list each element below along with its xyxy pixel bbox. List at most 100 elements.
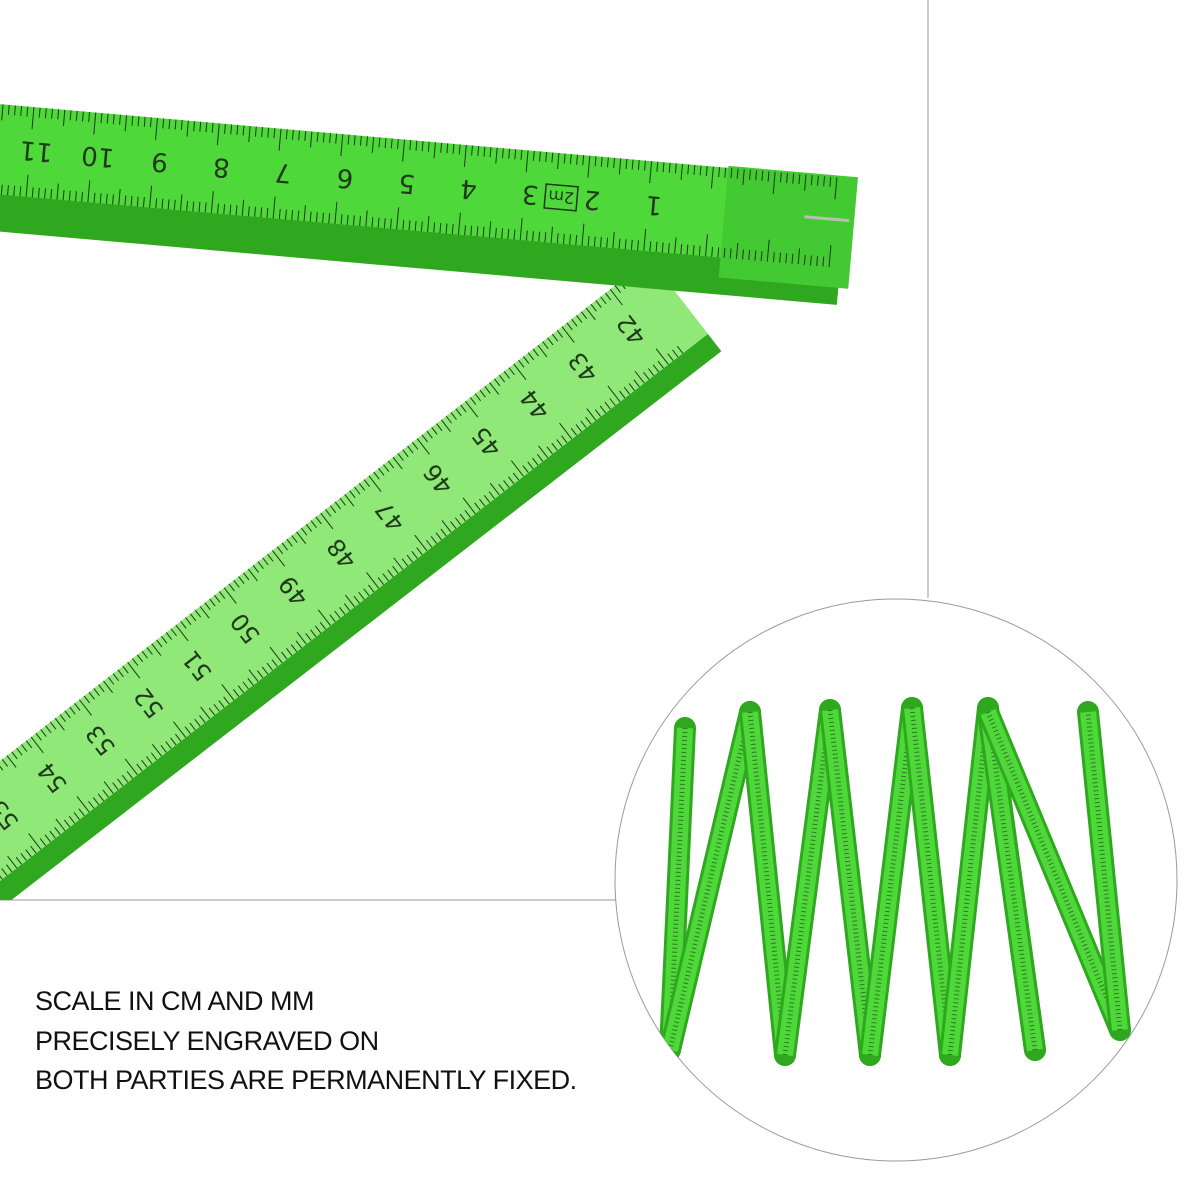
- tick-mark: [124, 195, 127, 206]
- hinge-pin: [804, 215, 850, 223]
- tick-mark: [54, 827, 61, 835]
- upper-ruler-segment: 1234567891011122m: [0, 99, 858, 305]
- tick-mark: [254, 126, 257, 137]
- tick-mark: [662, 162, 665, 173]
- tick-mark: [680, 163, 683, 180]
- tick-mark: [503, 480, 510, 488]
- tick-mark: [309, 211, 312, 222]
- tick-mark: [508, 148, 511, 159]
- tick-mark: [457, 212, 461, 235]
- tick-mark: [469, 397, 477, 405]
- tick-mark: [427, 141, 430, 152]
- tick-mark: [155, 198, 158, 209]
- tick-mark: [609, 288, 623, 306]
- tick-mark: [630, 239, 633, 250]
- ruler-segment-face: [822, 709, 878, 1056]
- tick-mark: [426, 430, 433, 439]
- tick-mark: [290, 644, 298, 653]
- tick-mark: [31, 187, 34, 198]
- tick-mark: [489, 382, 500, 395]
- tick-mark: [16, 747, 23, 756]
- tick-mark: [121, 774, 129, 783]
- tick-mark: [623, 386, 631, 395]
- tick-mark: [93, 192, 96, 203]
- tick-mark: [248, 669, 259, 682]
- tick-mark: [322, 212, 324, 223]
- tick-mark: [124, 758, 138, 776]
- tick-mark: [160, 744, 167, 753]
- ruler-number: 8: [212, 151, 231, 182]
- tick-mark: [192, 201, 195, 212]
- tick-mark: [143, 116, 146, 127]
- tick-mark: [73, 812, 80, 820]
- tick-mark: [232, 689, 240, 697]
- tick-mark: [55, 818, 66, 832]
- tick-mark: [754, 250, 757, 261]
- tick-mark: [569, 154, 572, 165]
- tick-mark: [667, 353, 674, 362]
- tick-mark: [607, 385, 621, 403]
- tick-mark: [440, 528, 447, 537]
- tick-mark: [1, 759, 9, 767]
- tick-mark: [450, 412, 457, 420]
- tick-mark: [347, 134, 350, 145]
- tick-mark: [296, 632, 307, 645]
- tick-mark: [421, 434, 428, 443]
- tick-mark: [513, 363, 527, 381]
- tick-mark: [335, 133, 338, 144]
- ruler-segment-face: [662, 710, 758, 1052]
- tick-mark: [257, 561, 264, 570]
- tick-mark: [297, 210, 300, 221]
- tick-mark: [0, 184, 3, 195]
- tick-mark: [711, 246, 714, 257]
- tick-mark: [25, 740, 33, 749]
- tick-mark: [556, 233, 559, 244]
- tick-mark: [566, 322, 573, 331]
- tick-mark: [363, 588, 370, 597]
- tick-mark: [266, 662, 273, 671]
- tick-mark: [513, 229, 516, 240]
- tick-mark: [359, 215, 362, 227]
- tick-mark: [436, 423, 443, 432]
- tick-mark: [319, 621, 327, 630]
- tick-mark: [441, 520, 452, 533]
- tick-mark: [414, 534, 428, 552]
- tick-mark: [392, 565, 399, 574]
- tick-mark: [285, 129, 288, 140]
- tick-mark: [136, 654, 144, 663]
- tick-mark: [600, 156, 603, 167]
- tick-mark: [209, 598, 216, 607]
- tick-mark: [170, 737, 177, 746]
- tick-mark: [92, 797, 100, 805]
- tick-mark: [433, 142, 436, 159]
- tick-mark: [489, 147, 492, 158]
- tick-mark: [98, 684, 105, 693]
- tick-mark: [174, 733, 182, 742]
- tick-mark: [791, 253, 794, 264]
- tick-mark: [779, 172, 782, 183]
- tick-mark: [365, 210, 368, 227]
- tick-mark: [30, 845, 37, 854]
- tick-mark: [216, 123, 220, 146]
- tick-mark: [303, 205, 306, 222]
- tick-mark: [252, 565, 259, 573]
- tick-mark: [674, 163, 677, 174]
- tick-mark: [657, 360, 664, 369]
- tick-mark: [130, 195, 133, 207]
- tick-mark: [0, 871, 3, 880]
- tick-mark: [570, 427, 578, 436]
- tick-mark: [676, 345, 684, 354]
- tick-mark: [439, 222, 442, 234]
- tick-mark: [693, 164, 696, 175]
- tick-mark: [257, 670, 264, 679]
- tick-mark: [606, 157, 609, 168]
- tick-mark: [512, 472, 520, 481]
- tick-mark: [44, 108, 47, 119]
- tick-mark: [15, 856, 23, 865]
- tick-mark: [401, 558, 409, 567]
- tick-mark: [717, 247, 720, 258]
- tick-mark: [822, 256, 825, 267]
- tick-mark: [13, 185, 16, 196]
- tick-mark: [165, 741, 172, 749]
